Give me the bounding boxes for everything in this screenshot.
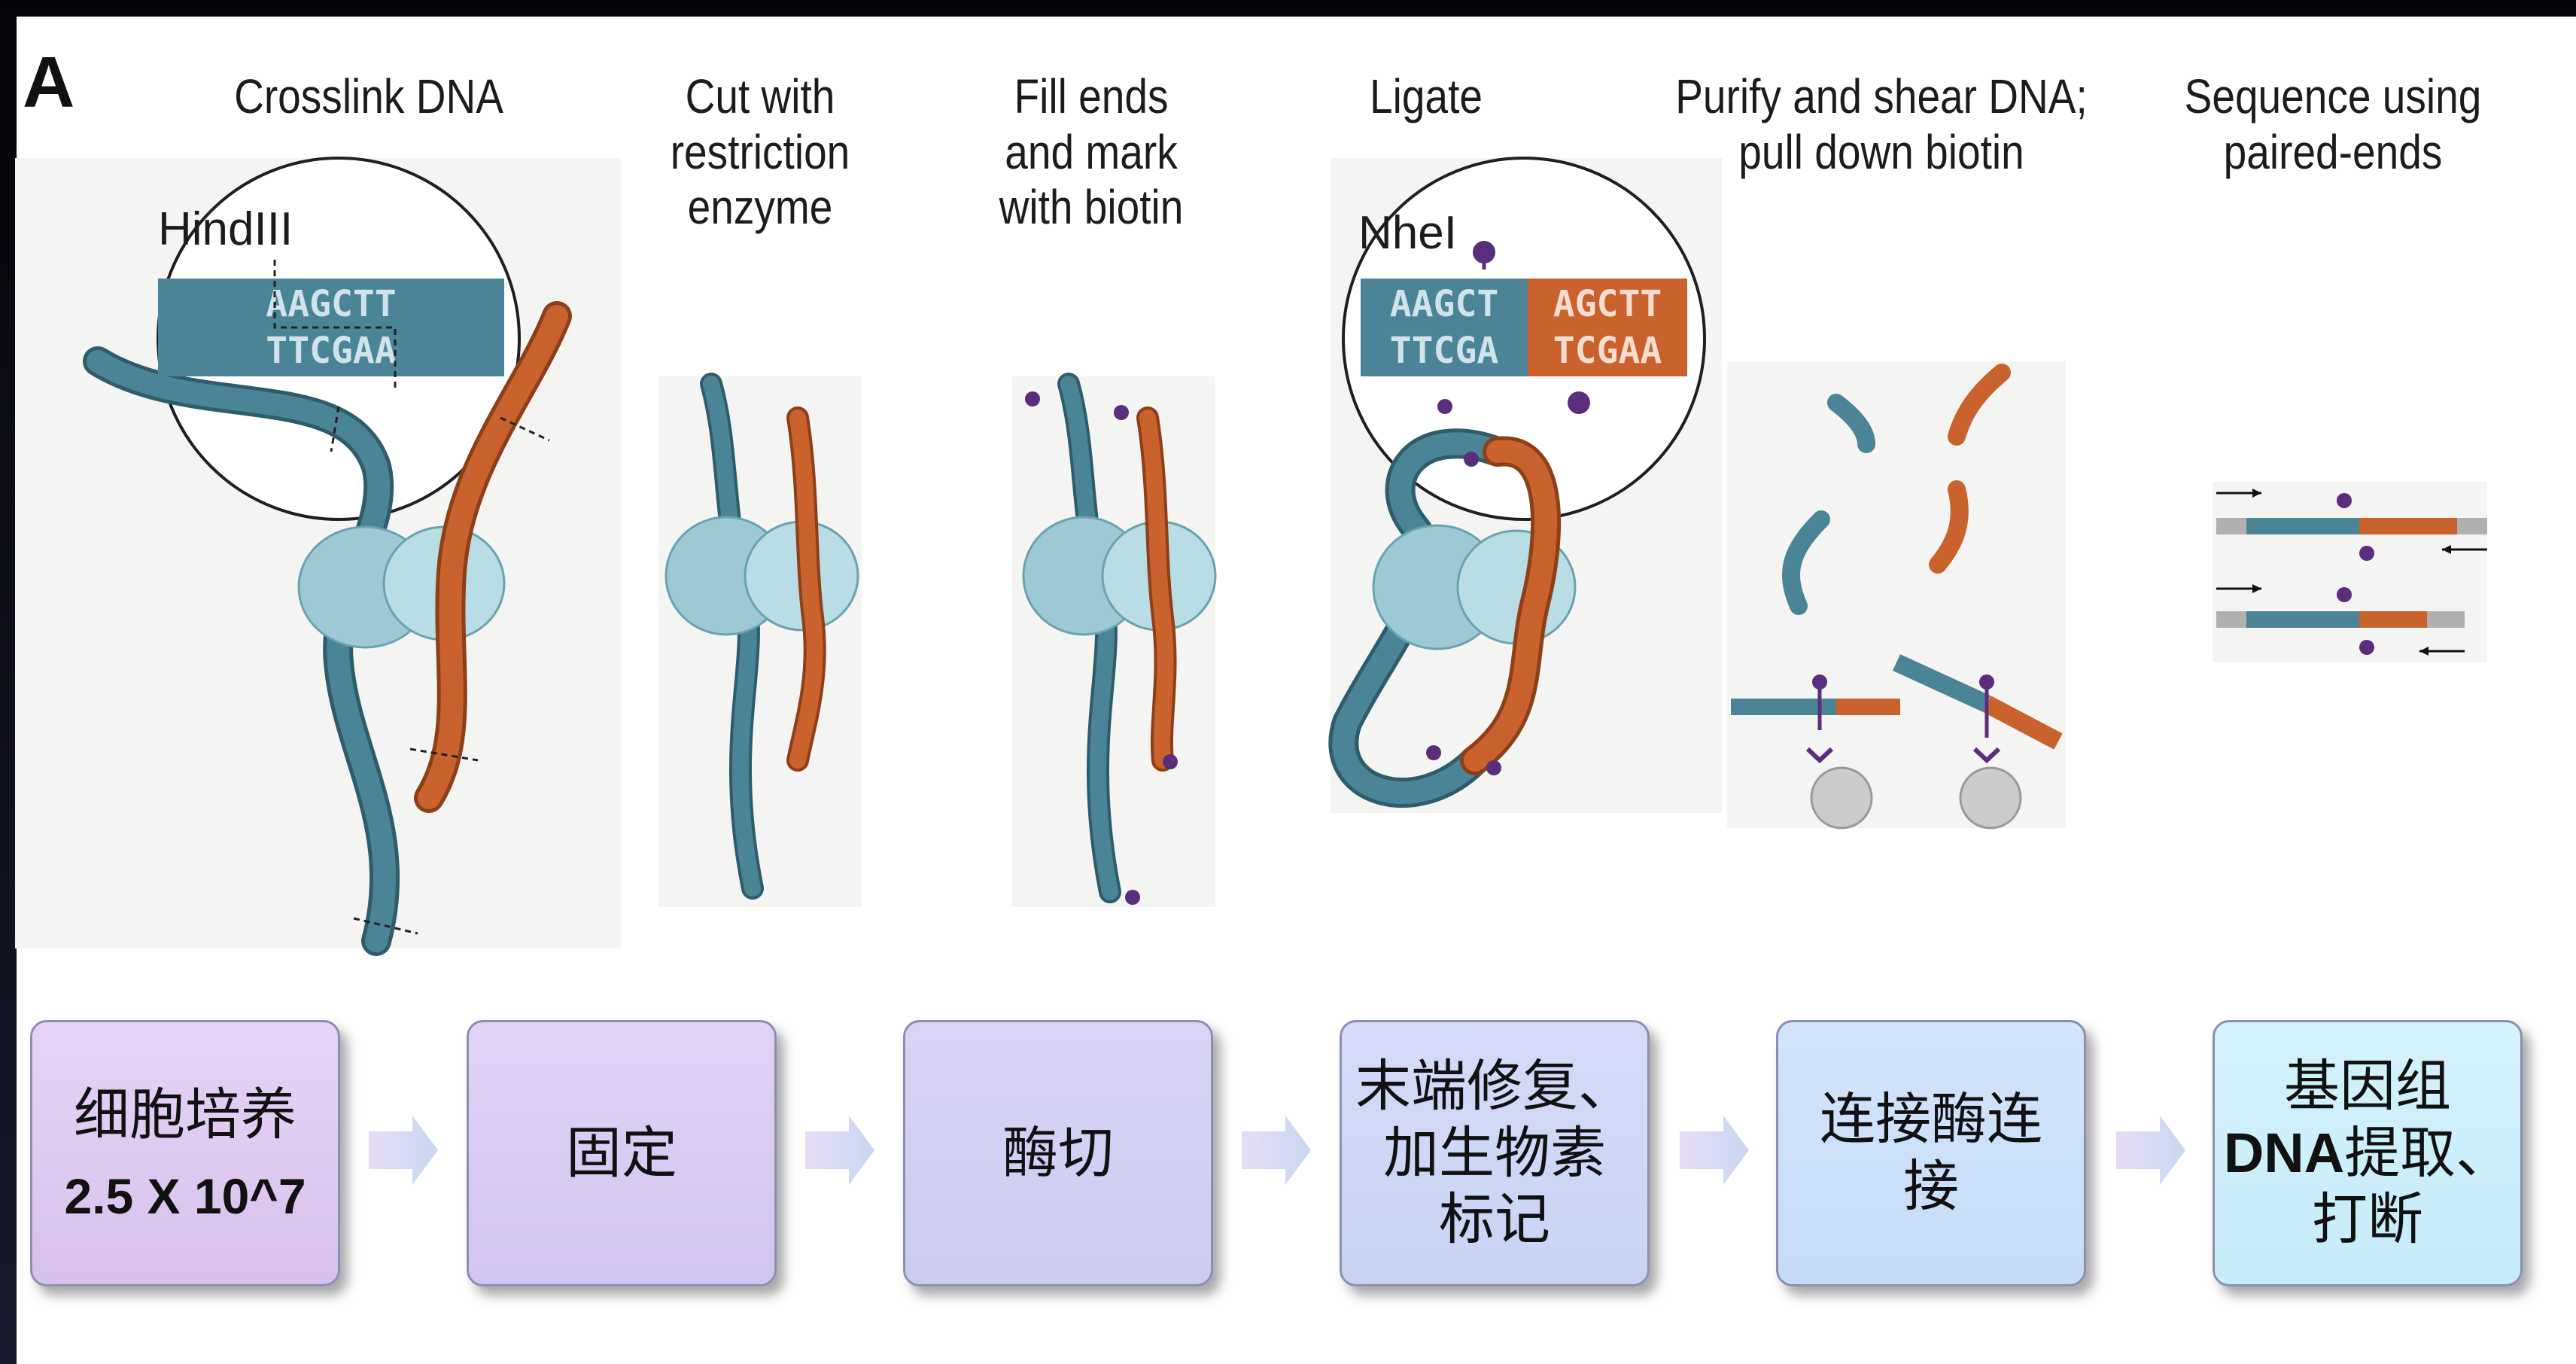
read-2-adapter-left bbox=[2216, 611, 2246, 628]
workflow-box-dna-extraction-line2: DNA提取、 打断 bbox=[2224, 1120, 2511, 1254]
sequence-panel bbox=[2213, 482, 2487, 662]
read-1-adapter-right bbox=[2457, 518, 2487, 534]
cell-count-text: 2.5 X 10^7 bbox=[64, 1168, 306, 1225]
cut-panel bbox=[658, 376, 862, 907]
ligate-biotin-4 bbox=[1464, 452, 1479, 467]
bead-2 bbox=[1960, 768, 2021, 828]
flow-arrow-1 bbox=[369, 1116, 438, 1185]
read-2-teal bbox=[2246, 611, 2359, 628]
bead-1 bbox=[1811, 768, 1872, 828]
workflow-box-fixation: 固定 bbox=[467, 1020, 777, 1286]
read-1-adapter-left bbox=[2216, 518, 2246, 534]
enzyme-label-nhei: NheI bbox=[1358, 207, 1457, 259]
read-1-biotin-top bbox=[2337, 493, 2352, 508]
pair-2-biotin bbox=[1979, 674, 1994, 690]
workflow-box-dna-extraction-line1: 基因组 bbox=[2284, 1053, 2451, 1120]
workflow-box-end-repair: 末端修复、 加生物素 标记 bbox=[1340, 1020, 1650, 1286]
ligate-bottom-left-text: TTCGA bbox=[1390, 330, 1499, 372]
fragment-pair-1-orange bbox=[1836, 699, 1900, 715]
workflow-box-fixation-text: 固定 bbox=[566, 1120, 677, 1187]
flow-arrow-4 bbox=[1680, 1116, 1749, 1185]
workflow-box-digestion: 酶切 bbox=[903, 1020, 1213, 1286]
flow-arrow-5 bbox=[2116, 1116, 2185, 1185]
biotin-marker-2 bbox=[1114, 405, 1129, 420]
ligate-top-right-text: AGCTT bbox=[1553, 283, 1662, 325]
ligate-biotin-1 bbox=[1473, 241, 1495, 263]
flow-arrow-3 bbox=[1242, 1116, 1311, 1185]
biotin-marker-1 bbox=[1025, 391, 1040, 406]
enzyme-label-hindiii: HindIII bbox=[158, 203, 293, 255]
read-1-orange bbox=[2359, 518, 2457, 534]
ligate-bottom-right-text: TCGAA bbox=[1553, 330, 1662, 372]
purify-panel bbox=[1727, 361, 2066, 828]
ligate-top-left-text: AAGCT bbox=[1390, 283, 1499, 325]
workflow-box-ligation: 连接酶连 接 bbox=[1776, 1020, 2086, 1286]
biotin-marker-3 bbox=[1163, 754, 1178, 769]
ligate-biotin-5 bbox=[1426, 745, 1441, 760]
workflow-box-dna-extraction: 基因组 DNA提取、 打断 bbox=[2213, 1020, 2523, 1286]
dna-label: DNA bbox=[2224, 1122, 2344, 1184]
read-2-biotin-top bbox=[2337, 587, 2352, 602]
read-2-orange bbox=[2359, 611, 2427, 628]
sequence-bottom-text: TTCGAA bbox=[266, 330, 396, 372]
ligate-biotin-2 bbox=[1568, 391, 1590, 414]
pair-1-biotin bbox=[1812, 674, 1827, 690]
read-2-biotin-bottom bbox=[2359, 640, 2374, 655]
flow-arrow-2 bbox=[805, 1116, 874, 1185]
ligate-biotin-6 bbox=[1486, 760, 1501, 775]
read-1-teal bbox=[2246, 518, 2359, 534]
workflow-box-cell-culture-text: 细胞培养 bbox=[74, 1082, 297, 1149]
ligate-biotin-3 bbox=[1437, 399, 1452, 414]
biotin-marker-4 bbox=[1125, 890, 1140, 905]
workflow-box-ligation-text: 连接酶连 接 bbox=[1820, 1086, 2042, 1220]
workflow-box-digestion-text: 酶切 bbox=[1002, 1120, 1114, 1187]
workflow-box-end-repair-text: 末端修复、 加生物素 标记 bbox=[1355, 1053, 1634, 1253]
read-2-adapter-right bbox=[2427, 611, 2465, 628]
workflow-box-cell-culture: 细胞培养 2.5 X 10^7 bbox=[30, 1020, 340, 1286]
read-1-biotin-bottom bbox=[2359, 546, 2374, 561]
sequence-top-text: AAGCTT bbox=[266, 283, 396, 325]
